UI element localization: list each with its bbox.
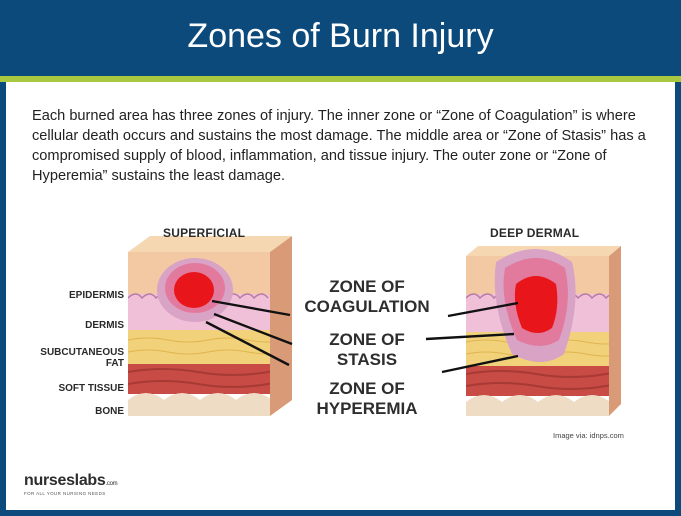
right-stasis-pointer bbox=[425, 332, 515, 341]
superficial-bone-layer bbox=[128, 393, 270, 416]
header-bar: Zones of Burn Injury bbox=[0, 0, 681, 76]
label-dermis: DERMIS bbox=[85, 320, 124, 331]
page-title: Zones of Burn Injury bbox=[187, 17, 494, 55]
zone-stasis-line2: STASIS bbox=[336, 350, 398, 369]
superficial-title: SUPERFICIAL bbox=[163, 226, 246, 240]
nurseslabs-logo: nurseslabs.com FOR ALL YOUR NURSING NEED… bbox=[24, 472, 118, 496]
label-epidermis: EPIDERMIS bbox=[68, 290, 124, 301]
superficial-fat-layer bbox=[128, 330, 270, 364]
zone-stasis-line1: ZONE OF bbox=[329, 330, 405, 349]
superficial-side-face bbox=[270, 236, 292, 416]
intro-paragraph: Each burned area has three zones of inju… bbox=[32, 108, 646, 184]
label-fat: FAT bbox=[105, 358, 124, 369]
label-soft-tissue: SOFT TISSUE bbox=[58, 383, 124, 394]
deep-dermal-bone-layer bbox=[466, 395, 609, 416]
deep-dermal-title: DEEP DERMAL bbox=[490, 226, 580, 240]
label-subcutaneous: SUBCUTANEOUS bbox=[40, 347, 124, 358]
label-bone: BONE bbox=[95, 406, 124, 417]
left-pointer-lines bbox=[205, 299, 293, 367]
header-accent-stripe bbox=[0, 76, 681, 82]
image-credit: Image via: idnps.com bbox=[553, 431, 624, 440]
deep-dermal-side-face bbox=[609, 246, 621, 416]
superficial-skin-block bbox=[128, 236, 292, 416]
right-pointer-lines bbox=[425, 301, 519, 374]
deep-dermal-zone-coagulation bbox=[514, 276, 558, 333]
logo-name: nurseslabs bbox=[24, 472, 106, 489]
logo-suffix: .com bbox=[105, 481, 118, 487]
deep-dermal-skin-block bbox=[466, 246, 621, 416]
left-stasis-pointer bbox=[213, 312, 293, 346]
zone-hyperemia-line1: ZONE OF bbox=[329, 379, 405, 398]
superficial-top-face bbox=[128, 236, 292, 252]
left-coagulation-pointer bbox=[211, 299, 291, 317]
right-hyperemia-pointer bbox=[441, 354, 519, 374]
right-coagulation-pointer bbox=[447, 301, 519, 318]
zone-coagulation-line2: COAGULATION bbox=[304, 297, 430, 316]
logo-wordmark: nurseslabs.com bbox=[24, 472, 118, 490]
zone-coagulation-line1: ZONE OF bbox=[329, 277, 405, 296]
left-hyperemia-pointer bbox=[205, 320, 290, 367]
zone-hyperemia-line2: HYPEREMIA bbox=[316, 399, 418, 418]
logo-tagline: FOR ALL YOUR NURSING NEEDS bbox=[24, 491, 106, 496]
superficial-zone-coagulation bbox=[174, 272, 214, 308]
